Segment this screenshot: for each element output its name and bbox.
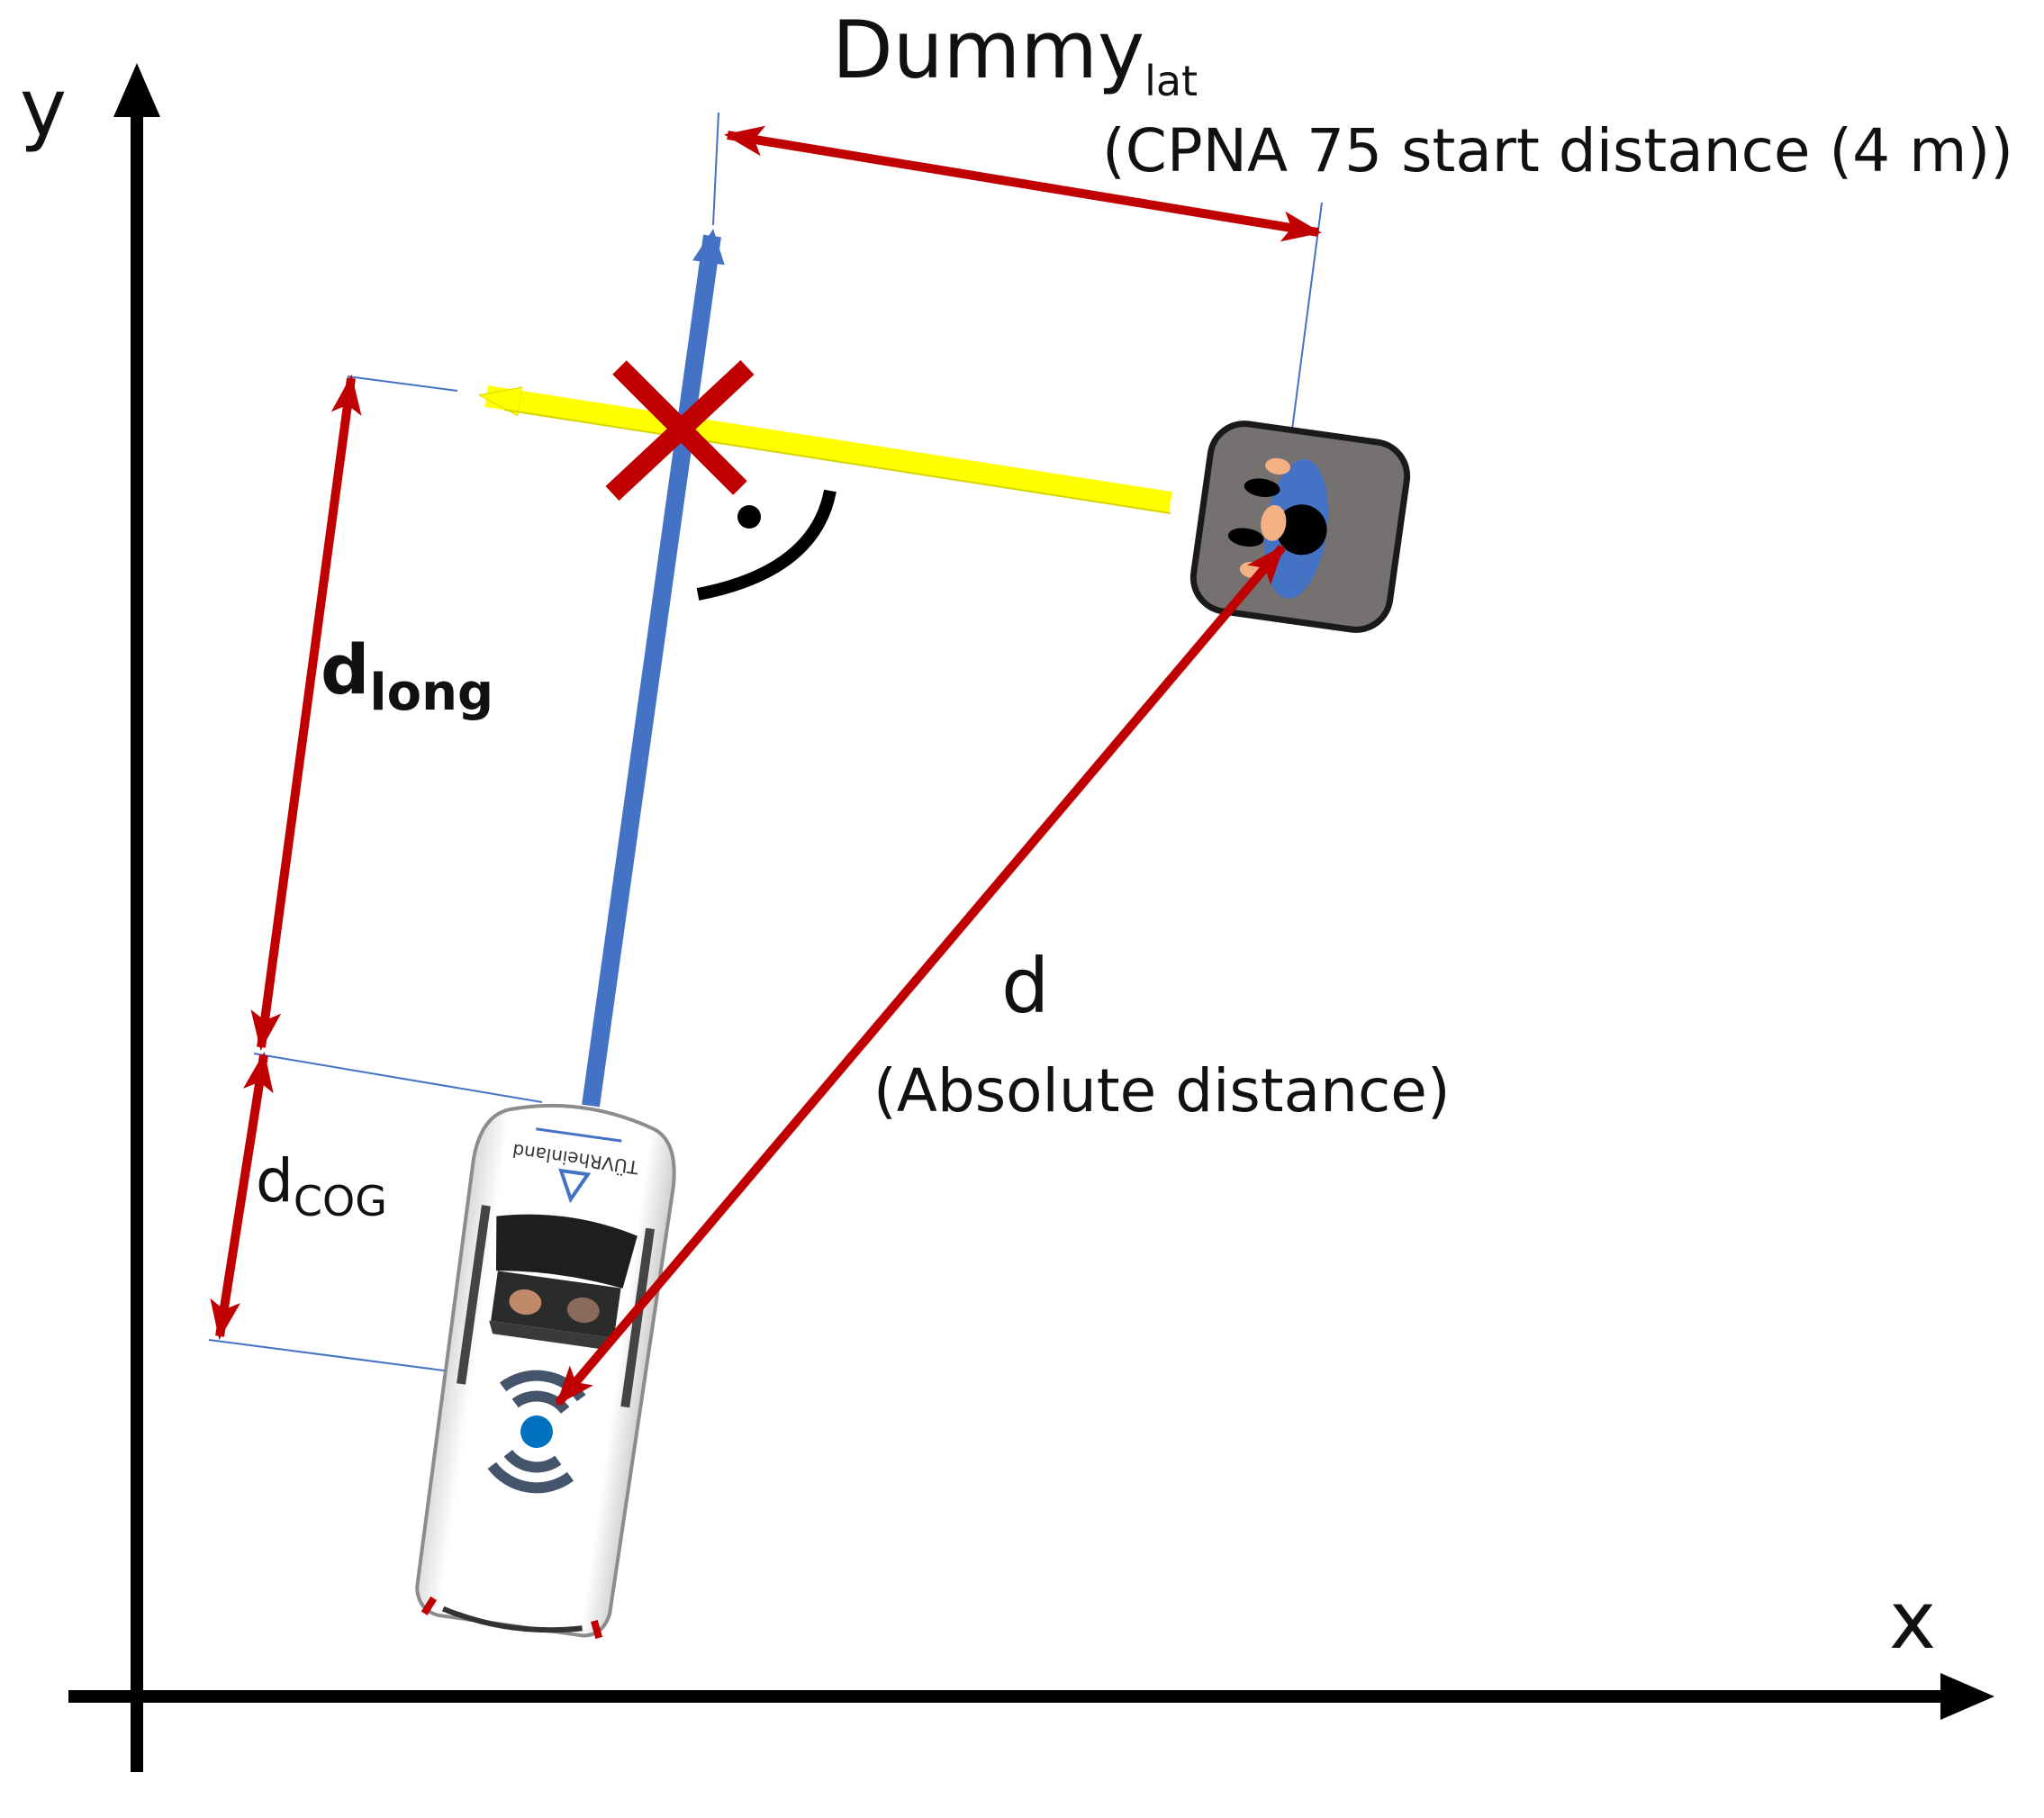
car-top-view-icon: TÜVRheinland — [415, 1103, 676, 1640]
d-long-arrow — [250, 375, 362, 1051]
svg-text:dCOG: dCOG — [256, 1146, 387, 1226]
dummy-lat-arrow — [724, 125, 1322, 242]
dummy-lat-note: (CPNA 75 start distance (4 m)) — [1102, 116, 2013, 185]
dummy-lat-label: Dummylat (CPNA 75 start distance (4 m)) — [832, 4, 2013, 185]
vehicle-path-arrow — [582, 229, 725, 1108]
svg-text:Dummylat: Dummylat — [832, 4, 1198, 105]
measurement-arrows — [210, 125, 1322, 1406]
svg-text:dlong: dlong — [321, 629, 493, 722]
guide-line-dlong-top — [347, 375, 458, 392]
right-angle-icon — [696, 489, 837, 601]
svg-text:d: d — [1001, 942, 1049, 1030]
guide-line-pedestrian — [1289, 202, 1323, 451]
pedestrian-path-outline — [503, 409, 1171, 514]
pedestrian-dummy-icon — [1189, 421, 1411, 633]
d-absolute-note: (Absolute distance) — [873, 1056, 1451, 1126]
guide-line-dlong-bottom — [253, 1053, 543, 1103]
coordinate-axes: y x — [20, 61, 1994, 1772]
x-axis-arrowhead — [1940, 1673, 1994, 1720]
d-cog-label: dCOG — [256, 1146, 387, 1226]
y-axis-label: y — [20, 61, 67, 154]
d-absolute-arrow — [555, 544, 1286, 1406]
d-absolute-label: d (Absolute distance) — [873, 942, 1451, 1126]
x-axis-label: x — [1889, 1574, 1936, 1667]
d-long-label: dlong — [321, 629, 493, 722]
d-cog-arrow — [210, 1052, 274, 1340]
pedestrian-path-arrow — [486, 385, 1172, 513]
guide-lines — [208, 112, 1323, 1384]
y-axis-arrowhead — [113, 63, 160, 117]
x-cross-icon — [605, 359, 755, 502]
guide-line-path-top — [712, 112, 719, 226]
